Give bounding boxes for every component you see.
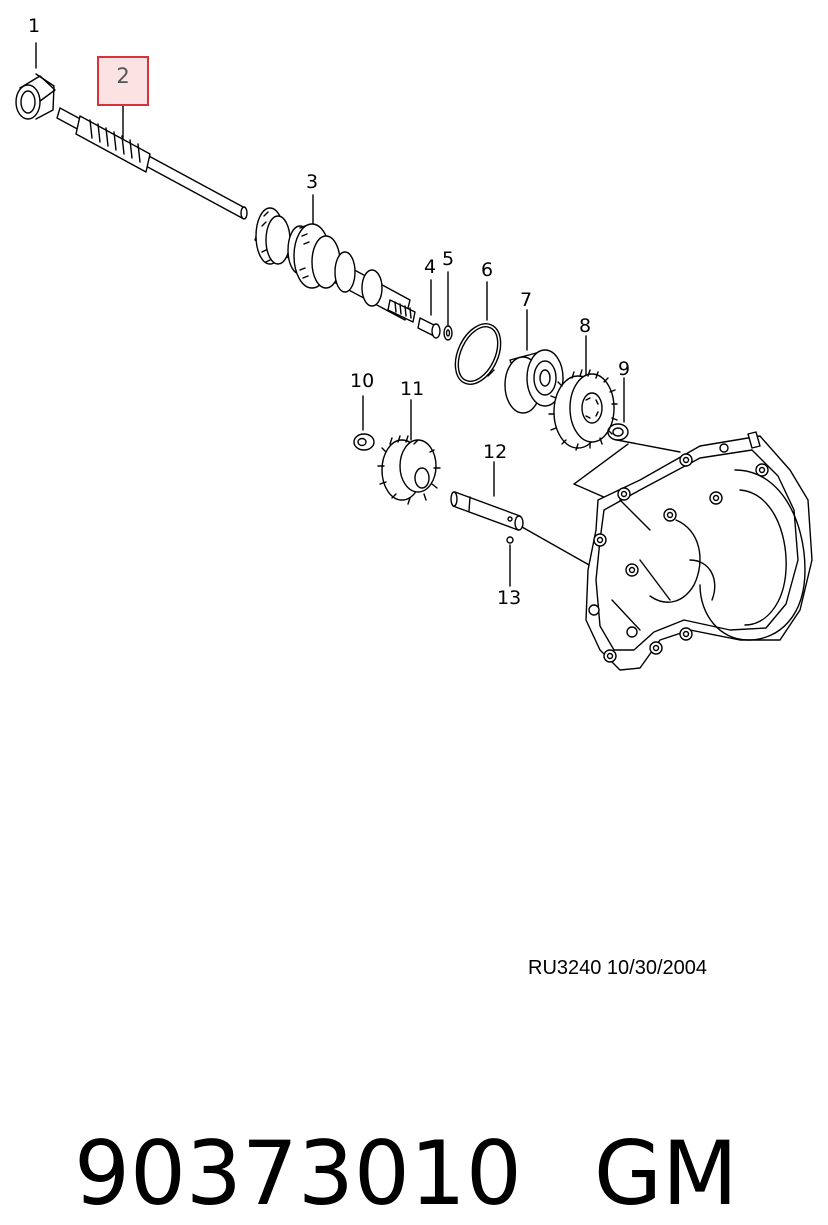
- thrust-washer-part-10: [353, 395, 375, 451]
- ball-bearing-part-7: [504, 309, 564, 414]
- needle-bearing-part-1: [15, 42, 56, 120]
- brand-name: GM: [593, 1122, 738, 1225]
- idler-gear-part-11: [377, 399, 441, 505]
- drawing-reference: RU3240 10/30/2004: [528, 957, 708, 979]
- callout-10: 10: [350, 370, 374, 392]
- leader-lines: [573, 439, 681, 499]
- driven-gear-part-8: [548, 335, 618, 451]
- exploded-parts-diagram: 1 3 4 5 6 7 8 9 10 11 12 13: [15, 15, 813, 671]
- callout-4: 4: [424, 256, 436, 278]
- idler-shaft-part-12: [450, 461, 599, 571]
- callout-7: 7: [520, 289, 532, 311]
- highlighted-callout-box[interactable]: [97, 56, 149, 106]
- pin-part-13: [506, 536, 514, 587]
- input-shaft-part-2: [56, 99, 248, 220]
- transmission-case: [585, 431, 813, 671]
- callout-6: 6: [481, 259, 493, 281]
- washer-part-5: [443, 271, 453, 341]
- callout-9: 9: [618, 358, 630, 380]
- gear-cluster-part-3: [254, 194, 416, 323]
- callout-3: 3: [306, 171, 318, 193]
- snap-ring-part-6: [454, 281, 502, 385]
- callout-8: 8: [579, 315, 591, 337]
- callout-11: 11: [400, 378, 424, 400]
- callout-5: 5: [442, 248, 454, 270]
- part-number: 90373010: [73, 1122, 522, 1225]
- bolt-part-4: [417, 279, 441, 339]
- callout-12: 12: [483, 441, 507, 463]
- callout-1: 1: [28, 15, 40, 37]
- callout-2[interactable]: 2: [116, 64, 130, 88]
- callout-13: 13: [497, 587, 521, 609]
